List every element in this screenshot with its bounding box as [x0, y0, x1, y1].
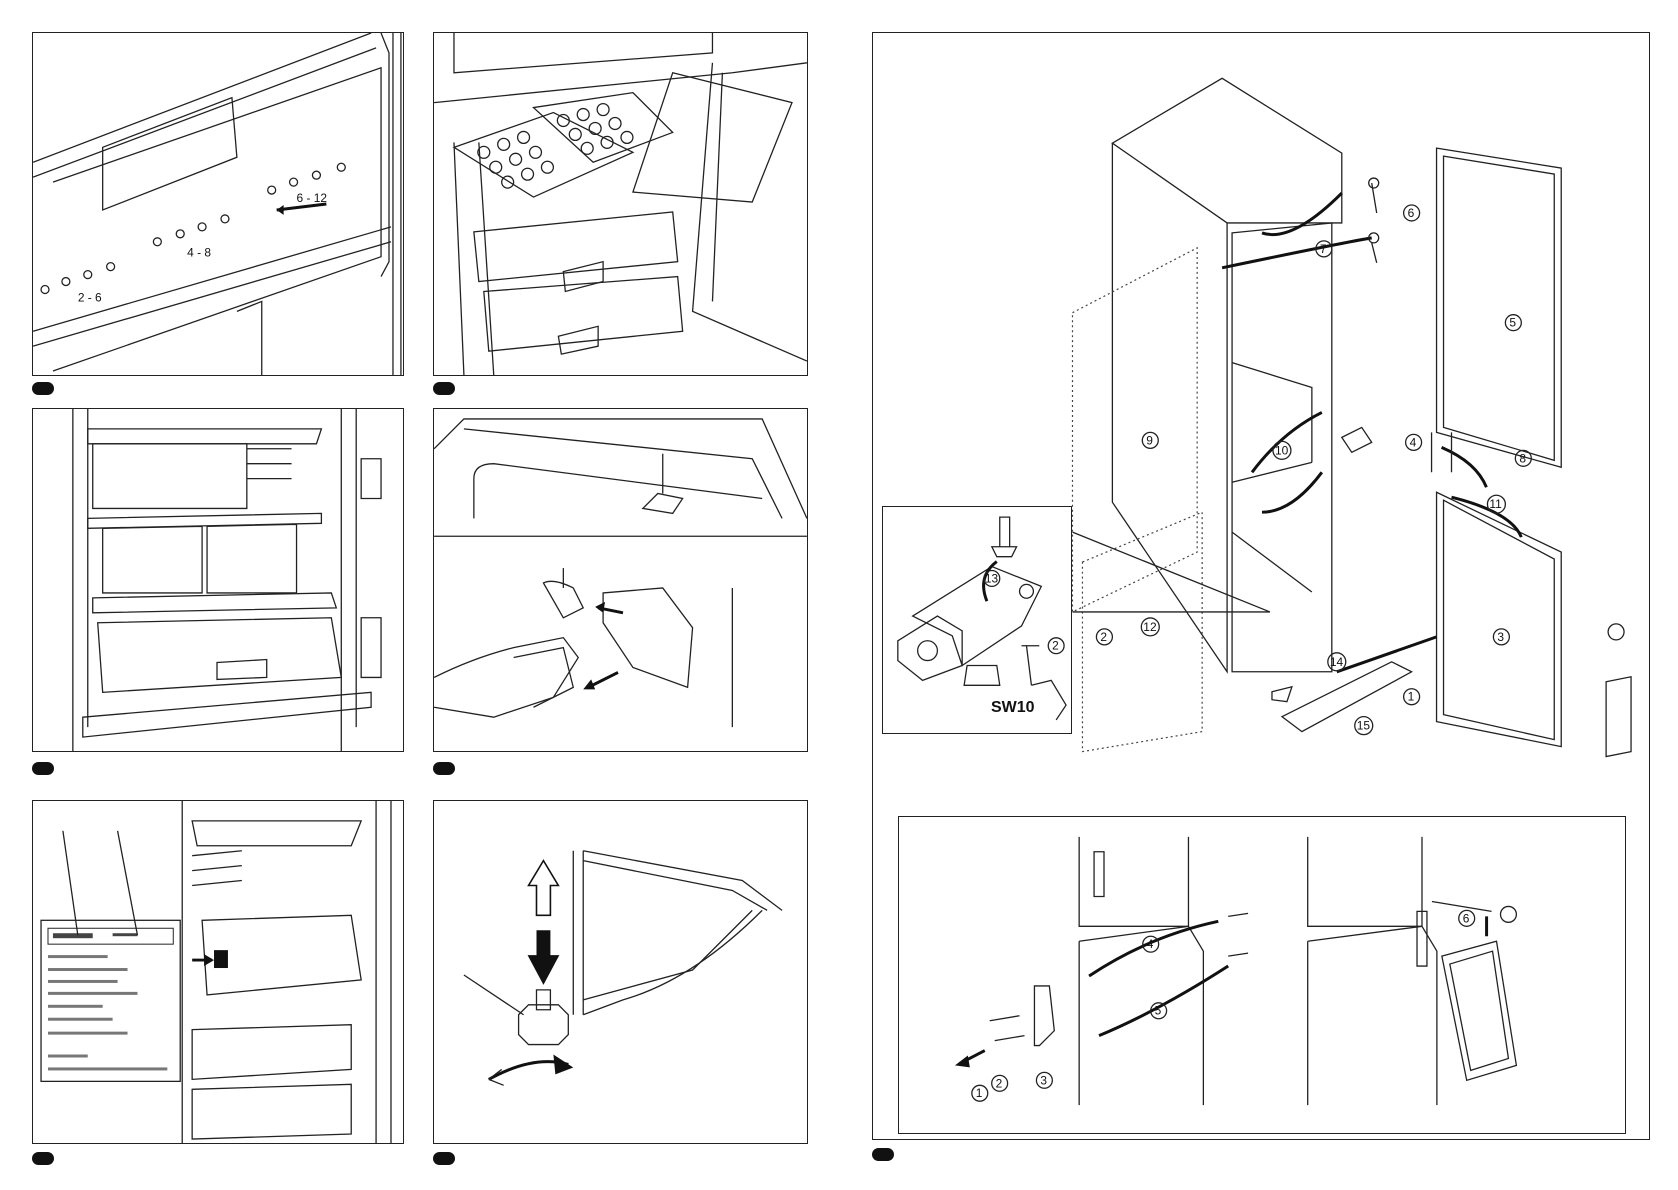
figure-control-panel: 2 - 6 4 - 8 6 - 12: [32, 32, 404, 376]
upper-door-right: [1308, 837, 1422, 926]
handle-step-1: 1: [976, 1086, 983, 1100]
rating-plate-location: [214, 950, 228, 968]
wrench-size-label: SW10: [991, 699, 1035, 717]
figure-handle-relocation: 1 2 3 4 5 6: [898, 816, 1626, 1134]
step-15: 15: [1357, 719, 1371, 733]
fridge-cabinet: [1112, 78, 1341, 671]
bag-icon: [1606, 677, 1631, 757]
figure-marker: [872, 1148, 894, 1161]
freezer-drawers: [192, 1025, 351, 1139]
step-3: 3: [1497, 630, 1504, 644]
dairy-compartment: [93, 444, 247, 509]
detail-step-2: 2: [1052, 639, 1059, 653]
down-arrow-icon: [528, 930, 560, 985]
handle-step-5: 5: [1155, 1004, 1162, 1018]
figure-hinge-detail: 13 2 SW10: [882, 506, 1072, 734]
step-8: 8: [1519, 451, 1526, 465]
rating-plate-drawing: [33, 801, 403, 1143]
crisper-bins: [103, 524, 297, 593]
control-panel-drawing: 2 - 6 4 - 8 6 - 12: [33, 33, 403, 375]
freezer-door-shelf: [633, 73, 792, 202]
glass-shelf-lower: [93, 593, 337, 613]
handle-step-4: 4: [1147, 937, 1154, 951]
freezer-drawers: [474, 212, 683, 351]
handle-step-3: 3: [1040, 1073, 1047, 1087]
step-2: 2: [1100, 630, 1107, 644]
step-10: 10: [1275, 443, 1289, 457]
handle-loose: [1034, 986, 1054, 1046]
figure-adjustable-foot: [433, 800, 808, 1144]
figure-marker: [433, 762, 455, 775]
screw-icon: [1372, 183, 1377, 263]
up-arrow-icon: [529, 861, 559, 916]
figure-ice-tray: [433, 32, 808, 376]
handle-relocation-drawing: 1 2 3 4 5 6: [899, 817, 1625, 1133]
figure-marker: [32, 382, 54, 395]
figure-light-bulb: [433, 408, 808, 752]
step-callouts: 1 2 3 4 5 6 7 8 9 10 11 12 14 15: [1096, 205, 1531, 735]
figure-rating-plate: [32, 800, 404, 1144]
handle-icon: [1094, 852, 1104, 897]
glass-shelf-top: [88, 429, 322, 444]
bottom-drawer: [98, 618, 342, 693]
bag-icon: [1442, 941, 1517, 1080]
door-bins: [361, 459, 381, 678]
step-4: 4: [1410, 435, 1417, 449]
handle-recess: [103, 98, 237, 210]
step-12: 12: [1143, 620, 1157, 634]
hinge-icon: [913, 567, 1042, 666]
step-13: 13: [985, 571, 999, 585]
step-5: 5: [1509, 316, 1516, 330]
figure-marker: [32, 762, 54, 775]
handle-step-2: 2: [996, 1076, 1003, 1090]
step-1: 1: [1408, 690, 1415, 704]
light-bulb-drawing: [434, 409, 807, 751]
screw-icon: [992, 517, 1017, 557]
upper-door-left: [1079, 837, 1188, 926]
glass-shelf-middle: [88, 513, 322, 528]
rating-plate: [41, 920, 180, 1081]
fridge-interior-drawing: [33, 409, 403, 751]
step-11: 11: [1489, 497, 1502, 511]
figure-marker: [433, 382, 455, 395]
ice-tray-drawing: [434, 33, 807, 375]
ice-cube-cells: [478, 104, 633, 189]
adjustable-foot-drawing: [434, 801, 807, 1143]
wrench-icon: [1031, 680, 1066, 720]
step-14: 14: [1330, 655, 1344, 669]
step-9: 9: [1146, 433, 1153, 447]
step-6: 6: [1408, 206, 1415, 220]
foot-icon: [519, 1005, 569, 1045]
figure-fridge-interior: [32, 408, 404, 752]
hinge-detail-drawing: 13 2: [883, 507, 1071, 733]
hand-icon: [1608, 624, 1624, 640]
light-cover-clip: [643, 494, 683, 514]
wire-shelf: [192, 821, 361, 846]
new-bottom-door: [1437, 492, 1562, 746]
ice-tray-left: [454, 113, 633, 198]
handle-step-6: 6: [1463, 911, 1470, 925]
new-top-door: [1437, 148, 1562, 467]
figure-marker: [32, 1152, 54, 1165]
step-7: 7: [1320, 242, 1327, 256]
hinge-icon: [1342, 427, 1372, 452]
figure-marker: [433, 1152, 455, 1165]
foot-icon: [964, 666, 1000, 686]
hand-icon: [1500, 906, 1516, 922]
zone-b-label: 4 - 8: [187, 246, 211, 260]
zone-a-label: 2 - 6: [78, 290, 102, 304]
zone-c-label: 6 - 12: [297, 191, 328, 205]
control-buttons: [41, 163, 345, 293]
